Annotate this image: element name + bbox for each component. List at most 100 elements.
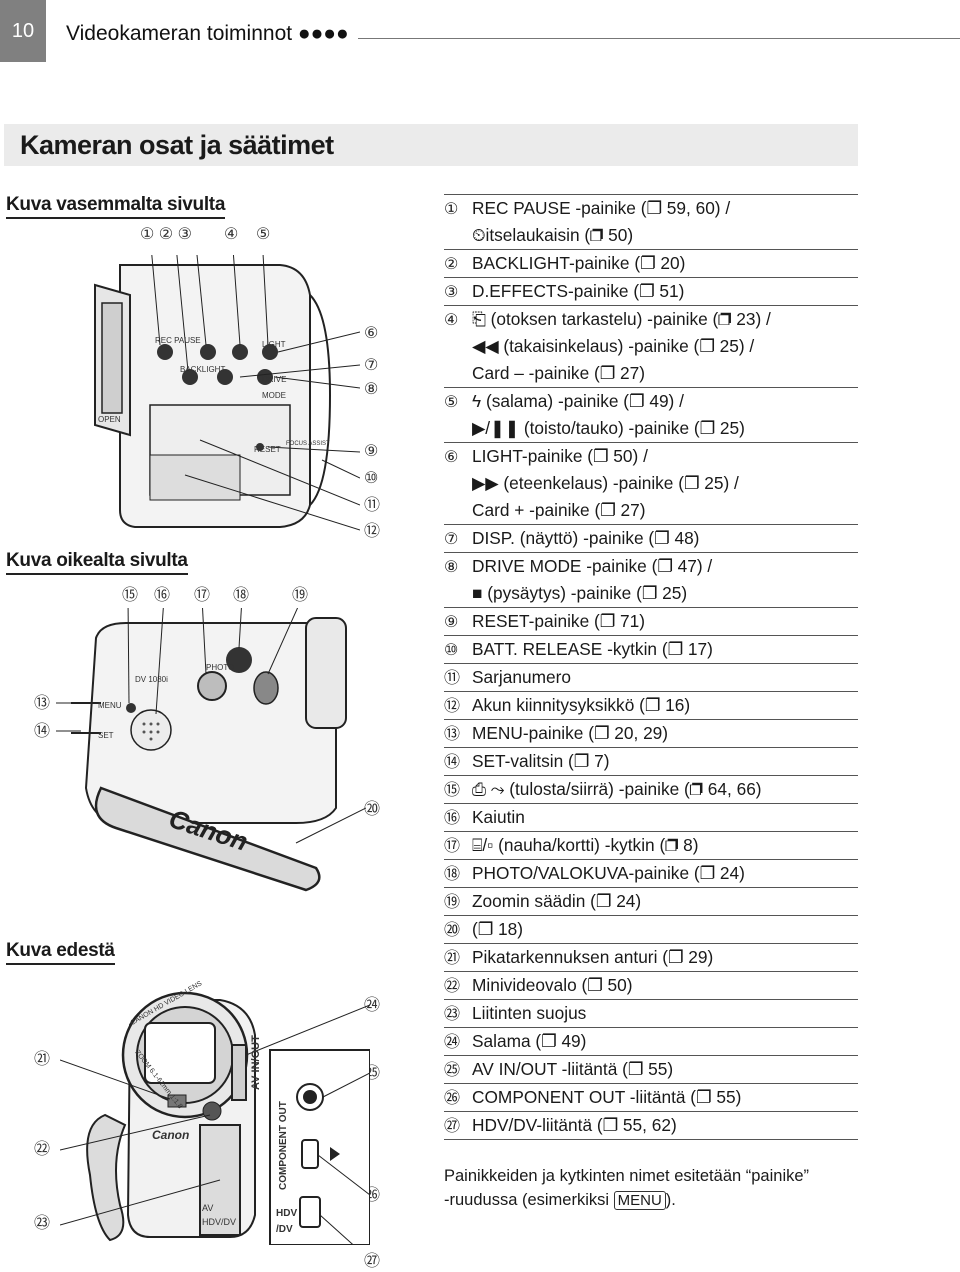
item-text: REC PAUSE -painike (❐ 59, 60) / — [472, 198, 731, 218]
callout-11: ⑪ — [364, 497, 381, 514]
item-number: ⑫ — [444, 698, 461, 715]
parts-list-row: Card – -painike (❐ 27) — [444, 360, 858, 387]
item-number: ① — [444, 201, 459, 218]
callout-5: ⑤ — [256, 226, 271, 243]
callout-9: ⑨ — [364, 443, 379, 460]
label-set: SET — [98, 731, 114, 740]
item-text: Kaiutin — [472, 807, 525, 827]
item-number: ⑩ — [444, 642, 459, 659]
item-number: ㉔ — [444, 1034, 461, 1051]
item-number: ⑨ — [444, 614, 459, 631]
item-text: AV IN/OUT -liitäntä (❐ 55) — [472, 1059, 674, 1079]
label-backlight: BACKLIGHT — [180, 365, 226, 374]
note-suffix: ). — [665, 1191, 676, 1209]
item-text: ⎗ (otoksen tarkastelu) -painike (❐ 23) / — [472, 309, 771, 329]
callout-14: ⑭ — [34, 723, 51, 740]
item-text: ⎙ ⤳ (tulosta/siirrä) -painike (❐ 64, 66) — [472, 779, 762, 799]
item-number: ⑲ — [444, 894, 461, 911]
parts-list-row: ■ (pysäytys) -painike (❐ 25) — [444, 580, 858, 607]
item-number: ㉑ — [444, 950, 461, 967]
label-reset: RESET — [254, 445, 281, 454]
label-av: AV — [202, 1203, 214, 1213]
callout-24: ㉔ — [364, 997, 381, 1014]
parts-list-row: ① REC PAUSE -painike (❐ 59, 60) / — [444, 194, 858, 222]
note-line-2: -ruudussa (esimerkiksi MENU). — [444, 1188, 858, 1213]
parts-list-row: ◀◀ (takaisinkelaus) -painike (❐ 25) / — [444, 333, 858, 360]
camera-right-side-illustration — [56, 608, 366, 892]
parts-list: ① REC PAUSE -painike (❐ 59, 60) / ⏲itselau… — [444, 194, 858, 1140]
item-number: ⑤ — [444, 394, 459, 411]
label-open: OPEN — [98, 415, 121, 424]
item-number: ⑮ — [444, 782, 461, 799]
label-hdv-dv-port: HDV /DV — [276, 1208, 298, 1235]
item-text: Liitinten suojus — [472, 1003, 587, 1023]
item-number: ③ — [444, 284, 459, 301]
item-number: ⑬ — [444, 726, 461, 743]
parts-list-row: ③ D.EFFECTS-painike (❐ 51) — [444, 277, 858, 305]
callout-7: ⑦ — [364, 357, 379, 374]
callout-1-2-3: ① ② ③ — [140, 226, 192, 243]
callout-12: ⑫ — [364, 523, 381, 540]
item-number: ⑱ — [444, 866, 461, 883]
camera-left-side-illustration — [94, 255, 360, 531]
callout-16: ⑯ — [154, 587, 171, 604]
front-brand-logo: Canon — [152, 1128, 190, 1142]
label-rec-pause: REC PAUSE — [155, 336, 201, 345]
item-text: (❐ 18) — [472, 919, 524, 939]
subheading-front-view: Kuva edestä — [6, 940, 115, 965]
item-text: ◀◀ (takaisinkelaus) -painike (❐ 25) / — [472, 336, 755, 356]
callout-18: ⑱ — [233, 587, 250, 604]
callout-23: ㉓ — [34, 1215, 51, 1232]
item-number: ⑪ — [444, 670, 461, 687]
parts-list-row: ⑰⌸/▫ (nauha/kortti) -kytkin (❐ 8) — [444, 831, 858, 859]
parts-list-row: ⑯ Kaiutin — [444, 803, 858, 831]
callout-15: ⑮ — [122, 587, 139, 604]
item-number: ⑦ — [444, 531, 459, 548]
item-number: ⑯ — [444, 810, 461, 827]
item-text: Card + -painike (❐ 27) — [472, 500, 646, 520]
callout-6: ⑥ — [364, 325, 379, 342]
note: Painikkeiden ja kytkinten nimet esitetää… — [444, 1164, 858, 1213]
item-text: Minivideovalo (❐ 50) — [472, 975, 633, 995]
item-text: D.EFFECTS-painike (❐ 51) — [472, 281, 685, 301]
chapter-title: Videokameran toiminnot ●●●● — [66, 22, 349, 45]
page-number: 10 — [0, 0, 46, 62]
item-text: Pikatarkennuksen anturi (❐ 29) — [472, 947, 714, 967]
section-banner: Kameran osat ja säätimet — [4, 124, 858, 166]
callout-19: ⑲ — [292, 587, 309, 604]
callout-17: ⑰ — [194, 587, 211, 604]
item-number: ④ — [444, 312, 459, 329]
parts-list-row: Card + -painike (❐ 27) — [444, 497, 858, 524]
item-text: BACKLIGHT-painike (❐ 20) — [472, 253, 686, 273]
callout-27: ㉗ — [364, 1253, 381, 1270]
label-av-in-out: AV IN/OUT — [250, 1035, 262, 1090]
note-line-1: Painikkeiden ja kytkinten nimet esitetää… — [444, 1167, 810, 1185]
parts-list-row: ⑦ DISP. (näyttö) -painike (❐ 48) — [444, 524, 858, 552]
callout-4: ④ — [224, 226, 239, 243]
item-text: ■ (pysäytys) -painike (❐ 25) — [472, 583, 688, 603]
item-text: BATT. RELEASE -kytkin (❐ 17) — [472, 639, 713, 659]
parts-list-row: ⏲itselaukaisin (❐ 50) — [444, 222, 858, 249]
parts-list-row: ▶▶ (eteenkelaus) -painike (❐ 25) / — [444, 470, 858, 497]
note-prefix: -ruudussa (esimerkiksi — [444, 1191, 614, 1209]
item-text: ▶▶ (eteenkelaus) -painike (❐ 25) / — [472, 473, 739, 493]
section-title: Kameran osat ja säätimet — [20, 130, 334, 160]
label-hdv-dv: HDV/DV — [202, 1217, 237, 1227]
label-menu: MENU — [98, 701, 122, 710]
item-text: DISP. (näyttö) -painike (❐ 48) — [472, 528, 700, 548]
item-number: ㉖ — [444, 1090, 461, 1107]
parts-list-row: ㉑ Pikatarkennuksen anturi (❐ 29) — [444, 943, 858, 971]
camera-front-illustration — [60, 991, 370, 1245]
